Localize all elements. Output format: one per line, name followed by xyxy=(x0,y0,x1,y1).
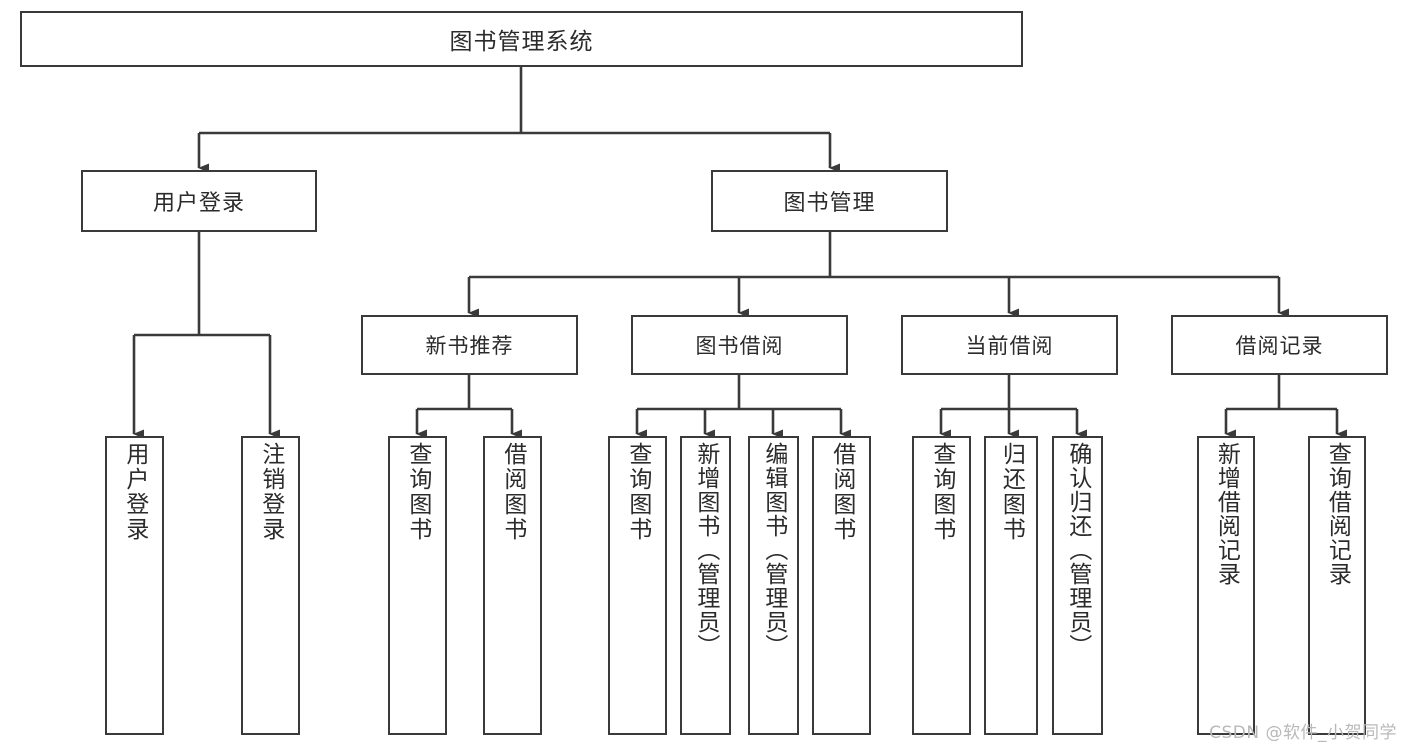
node-borrow-record-label: 借阅记录 xyxy=(1235,334,1324,358)
leaf-newbook-query-book[interactable]: 查询图书 xyxy=(388,436,447,735)
node-book-borrow-label: 图书借阅 xyxy=(695,334,784,358)
node-user-login-label: 用户登录 xyxy=(152,191,245,216)
leaf-bookborrow-add-book-admin-label: 新增图书（管理员） xyxy=(692,442,719,658)
leaf-currentborrow-return-book-label: 归还图书 xyxy=(998,442,1025,542)
node-book-borrow[interactable]: 图书借阅 xyxy=(631,315,848,375)
leaf-bookborrow-query-book[interactable]: 查询图书 xyxy=(608,436,667,735)
leaf-logout-label: 注销登录 xyxy=(257,442,284,542)
leaf-currentborrow-return-book[interactable]: 归还图书 xyxy=(984,436,1038,735)
node-user-login[interactable]: 用户登录 xyxy=(81,170,317,232)
leaf-bookborrow-borrow-book-label: 借阅图书 xyxy=(828,442,855,542)
leaf-currentborrow-confirm-return-admin-label: 确认归还（管理员） xyxy=(1064,442,1091,658)
node-new-book-recommend-label: 新书推荐 xyxy=(425,334,514,358)
leaf-user-login-label: 用户登录 xyxy=(121,442,148,542)
node-root-label: 图书管理系统 xyxy=(449,29,594,55)
leaf-newbook-query-book-label: 查询图书 xyxy=(404,442,431,542)
leaf-user-login[interactable]: 用户登录 xyxy=(105,436,164,735)
node-current-borrow-label: 当前借阅 xyxy=(965,334,1054,358)
node-borrow-record[interactable]: 借阅记录 xyxy=(1171,315,1388,375)
node-book-management[interactable]: 图书管理 xyxy=(711,170,948,232)
leaf-bookborrow-edit-book-admin-label: 编辑图书（管理员） xyxy=(760,442,787,658)
leaf-logout[interactable]: 注销登录 xyxy=(241,436,300,735)
leaf-bookborrow-edit-book-admin[interactable]: 编辑图书（管理员） xyxy=(748,436,799,735)
node-new-book-recommend[interactable]: 新书推荐 xyxy=(361,315,578,375)
leaf-currentborrow-query-book-label: 查询图书 xyxy=(928,442,955,542)
node-root-book-management-system[interactable]: 图书管理系统 xyxy=(20,11,1023,67)
watermark: CSDN @软件_小贺同学 xyxy=(1209,723,1397,743)
leaf-newbook-borrow-book[interactable]: 借阅图书 xyxy=(483,436,542,735)
leaf-bookborrow-query-book-label: 查询图书 xyxy=(624,442,651,542)
leaf-currentborrow-confirm-return-admin[interactable]: 确认归还（管理员） xyxy=(1052,436,1103,735)
leaf-borrowrecord-query-record[interactable]: 查询借阅记录 xyxy=(1308,436,1366,735)
leaf-bookborrow-borrow-book[interactable]: 借阅图书 xyxy=(812,436,871,735)
leaf-borrowrecord-add-record-label: 新增借阅记录 xyxy=(1213,442,1240,586)
leaf-bookborrow-add-book-admin[interactable]: 新增图书（管理员） xyxy=(680,436,731,735)
node-book-management-label: 图书管理 xyxy=(783,191,876,216)
leaf-borrowrecord-add-record[interactable]: 新增借阅记录 xyxy=(1197,436,1255,735)
node-current-borrow[interactable]: 当前借阅 xyxy=(901,315,1118,375)
leaf-currentborrow-query-book[interactable]: 查询图书 xyxy=(912,436,971,735)
leaf-newbook-borrow-book-label: 借阅图书 xyxy=(499,442,526,542)
leaf-borrowrecord-query-record-label: 查询借阅记录 xyxy=(1324,442,1351,586)
